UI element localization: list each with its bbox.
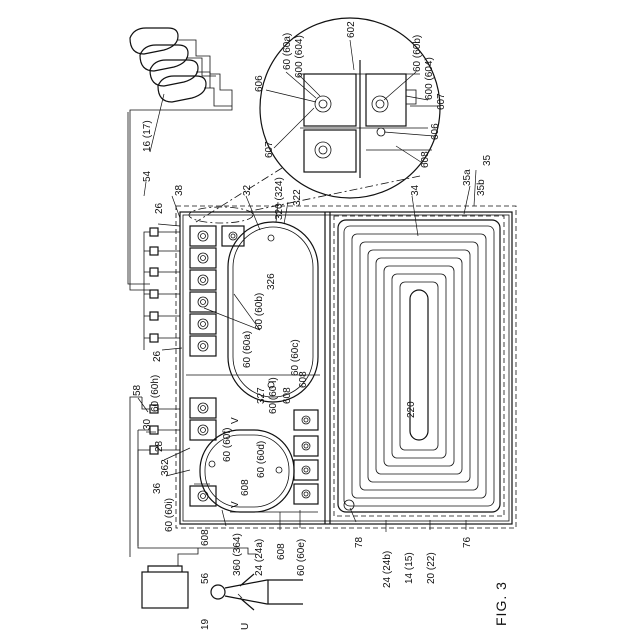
- label-60-60b: 60 (60b): [254, 293, 265, 330]
- label-58: 58: [132, 384, 143, 396]
- label-608-e: 608: [276, 543, 287, 560]
- inset-label-606-right: 606: [430, 123, 441, 140]
- inset-label-608: 608: [420, 151, 431, 168]
- label-24-24b: 24 (24b): [382, 551, 393, 588]
- inset-label-607-right: 607: [436, 93, 447, 110]
- label-608-c: 608: [240, 479, 251, 496]
- labels: 16 (17) 54 38 26 26 32 320 (324) 322 34 …: [132, 21, 509, 630]
- cassette-frame: [176, 206, 516, 528]
- leader-lines: [138, 94, 476, 598]
- label-35a: 35a: [462, 169, 473, 186]
- label-35b: 35b: [476, 179, 487, 196]
- inset-label-607-left: 607: [264, 141, 275, 158]
- label-60-60e: 60 (60e): [296, 539, 307, 576]
- pump-chamber-lower: [200, 430, 294, 512]
- label-320-324: 320 (324): [274, 177, 285, 220]
- label-327: 327: [256, 387, 267, 404]
- label-24-24a: 24 (24a): [254, 539, 265, 576]
- label-30: 30: [142, 418, 153, 430]
- heating-channel: [334, 216, 504, 516]
- label-32: 32: [242, 184, 253, 196]
- figure-label: FIG. 3: [493, 581, 509, 626]
- label-608-d: 608: [200, 529, 211, 546]
- label-35: 35: [482, 154, 493, 166]
- label-608-b: 608: [282, 387, 293, 404]
- label-76: 76: [462, 536, 473, 548]
- label-322: 322: [292, 189, 303, 206]
- label-54: 54: [142, 170, 153, 182]
- label-38: 38: [174, 184, 185, 196]
- label-V-upper: V: [230, 417, 241, 424]
- inset-label-600-604-a: 600 (604): [294, 35, 305, 78]
- inset-label-602: 602: [346, 21, 357, 38]
- label-60-60a: 60 (60a): [242, 331, 253, 368]
- label-362: 362: [160, 459, 171, 476]
- label-360-364: 360 (364): [232, 533, 243, 576]
- label-26-top: 26: [154, 202, 165, 214]
- label-608-a: 608: [298, 371, 309, 388]
- label-20-22: 20 (22): [426, 552, 437, 584]
- inset-label-600-604-b: 600 (604): [424, 57, 435, 100]
- label-U: U: [240, 623, 251, 630]
- label-60-60c: 60 (60c): [290, 339, 301, 376]
- label-60-60i: 60 (60i): [164, 498, 175, 532]
- label-V-lower: V: [230, 501, 241, 508]
- inset-label-606-left: 606: [254, 75, 265, 92]
- label-60-60l: 60 (60 l): [268, 377, 279, 414]
- magnified-inset: [189, 18, 440, 223]
- label-16-17: 16 (17): [142, 120, 153, 152]
- label-19: 19: [200, 618, 211, 630]
- label-14-15: 14 (15): [404, 552, 415, 584]
- label-36: 36: [152, 482, 163, 494]
- label-60-60f: 60 (60f): [222, 428, 233, 462]
- label-28: 28: [154, 440, 165, 452]
- inset-label-60-60b: 60 (60b): [412, 35, 423, 72]
- inset-label-60-60a: 60 (60a): [282, 33, 293, 70]
- label-78: 78: [354, 536, 365, 548]
- label-56: 56: [200, 572, 211, 584]
- label-34: 34: [410, 184, 421, 196]
- label-60-60d: 60 (60d): [256, 441, 267, 478]
- label-326: 326: [266, 273, 277, 290]
- label-220: 220: [406, 401, 417, 418]
- label-26-bottom: 26: [152, 350, 163, 362]
- label-60-60h: 60 (60h): [150, 375, 161, 412]
